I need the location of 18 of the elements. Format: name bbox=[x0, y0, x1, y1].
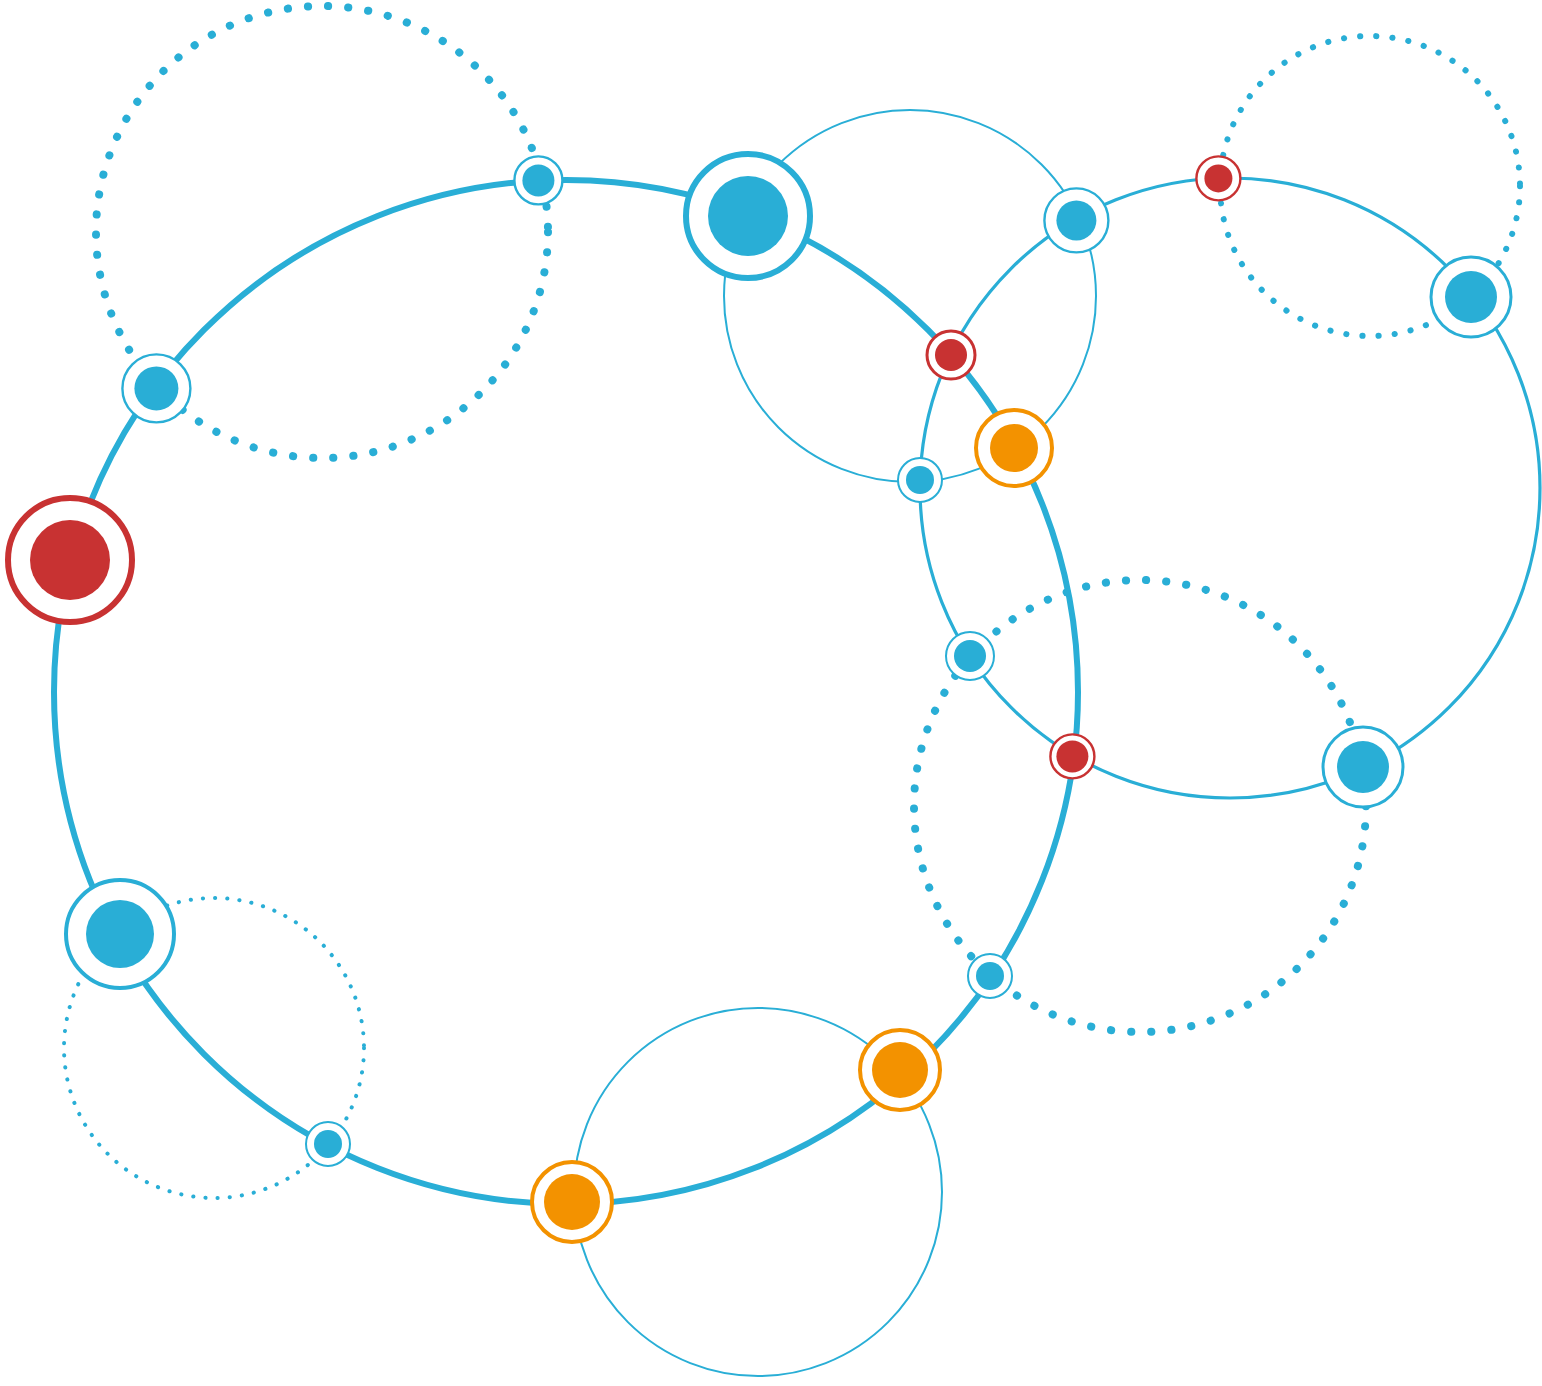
dot-marker bbox=[526, 1156, 618, 1248]
dot-marker bbox=[964, 950, 1016, 1002]
dot-marker bbox=[1039, 183, 1113, 257]
dot-marker bbox=[894, 454, 946, 506]
dot-marker bbox=[1045, 729, 1099, 783]
dot-marker bbox=[1425, 251, 1515, 341]
dot-marker bbox=[1317, 721, 1407, 811]
dot-marker bbox=[970, 404, 1058, 492]
dot-marker bbox=[509, 151, 567, 209]
dot-marker bbox=[117, 349, 195, 427]
dot-marker bbox=[942, 628, 998, 684]
dot-marker bbox=[678, 146, 818, 286]
dot-marker bbox=[1191, 151, 1245, 205]
dot-marker bbox=[921, 325, 979, 383]
dot-marker bbox=[60, 874, 180, 994]
dot-marker bbox=[302, 1118, 354, 1170]
dot-marker bbox=[854, 1024, 946, 1116]
dot-marker bbox=[0, 490, 140, 630]
